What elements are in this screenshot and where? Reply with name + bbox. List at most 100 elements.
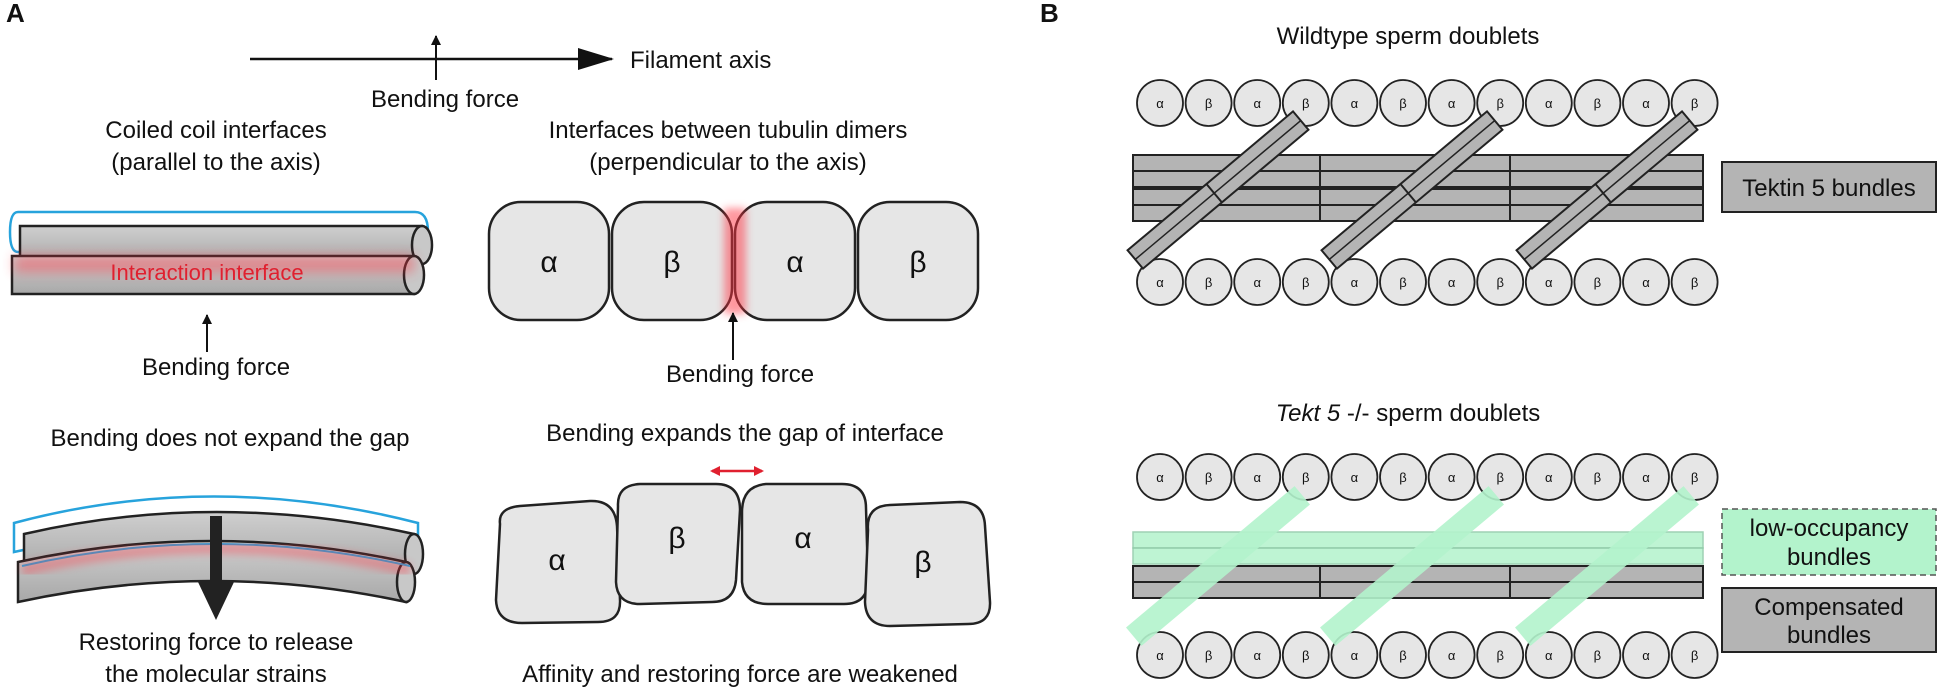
- axis-arrowhead: [578, 48, 614, 70]
- wt-bottom-tubulin-circle: [1233, 258, 1282, 306]
- wt-bottom-tubulin-symbol: β: [1496, 275, 1503, 290]
- wt-bottom-tubulin-circle: [1670, 258, 1719, 306]
- axis-force-label: Bending force: [371, 86, 519, 113]
- compensated-label-2: bundles: [1787, 622, 1871, 649]
- mut-bottom-tubulin-symbol: α: [1545, 648, 1553, 663]
- mut-bottom-tubulin-circle: [1379, 631, 1427, 679]
- coiled-coil-straight: [8, 210, 434, 296]
- wt-top-tubulin-symbol: α: [1351, 96, 1359, 111]
- wt-title: Wildtype sperm doublets: [1277, 23, 1540, 50]
- mut-top-tubulin-symbol: α: [1351, 470, 1359, 485]
- wt-tektin-bundles: [1126, 109, 1704, 271]
- mut-bottom-tubulin-symbol: β: [1399, 648, 1406, 663]
- wt-bottom-tubulin-symbol: α: [1156, 275, 1164, 290]
- wt-bottom-tubulin-circle: [1476, 258, 1525, 306]
- mut-top-tubulin-circle: [1622, 453, 1670, 501]
- mut-bottom-tubulin-symbol: α: [1448, 648, 1456, 663]
- tub-alpha-1: α: [540, 246, 557, 279]
- mut-bottom-tubulin-circle: [1136, 631, 1184, 679]
- mut-top-tubulin-circle: [1427, 453, 1476, 501]
- mut-bottom-tubulin-symbol: α: [1156, 648, 1164, 663]
- wt-bottom-tubulin-symbol: α: [1642, 275, 1650, 290]
- tub-beta-2: β: [909, 246, 926, 279]
- wt-top-tubulin-circle: [1184, 79, 1233, 127]
- mut-bottom-tubulin-symbol: α: [1253, 648, 1261, 663]
- mut-bottom-tubulin-circle: [1330, 631, 1379, 679]
- mut-top-tubulin-symbol: β: [1302, 470, 1309, 485]
- wt-top-tubulin-circle: [1427, 79, 1476, 127]
- mut-bottom-tubulin-circle: [1281, 631, 1330, 679]
- mut-bottom-tubulin-circle: [1427, 631, 1476, 679]
- wt-bottom-tubulin-circle: [1136, 258, 1184, 306]
- tub-bent-alpha-2: α: [794, 522, 811, 555]
- tub-bent-beta-1: β: [668, 522, 685, 555]
- wt-top-tubulin-symbol: β: [1205, 96, 1212, 111]
- tub-bent-beta-2: β: [914, 546, 931, 579]
- mut-bottom-tubulin-circle: [1524, 631, 1573, 679]
- mut-top-tubulin-symbol: α: [1545, 470, 1553, 485]
- mut-top-tubulin-circle: [1233, 453, 1282, 501]
- mutant-title-rest: -/- sperm doublets: [1340, 400, 1540, 427]
- mut-top-tubulin-symbol: α: [1642, 470, 1650, 485]
- mut-top-tubulin-symbol: β: [1399, 470, 1406, 485]
- low-occupancy-label-1: low-occupancy: [1750, 515, 1909, 542]
- panel-a-label: A: [6, 0, 25, 28]
- wt-top-tubulin-symbol: α: [1545, 96, 1553, 111]
- mut-top-tubulin-circle: [1573, 453, 1622, 501]
- mut-top-tubulin-symbol: α: [1448, 470, 1456, 485]
- restore-text-1: Restoring force to release: [79, 629, 354, 656]
- wt-bottom-tubulin-circle: [1427, 258, 1476, 306]
- cc-gap-text: Bending does not expand the gap: [51, 425, 410, 452]
- wt-top-tubulin-symbol: β: [1691, 96, 1698, 111]
- mut-top-tubulin-symbol: β: [1496, 470, 1503, 485]
- wt-top-tubulin-circle: [1379, 79, 1427, 127]
- tub-title-1: Interfaces between tubulin dimers: [549, 117, 908, 144]
- mut-bottom-tubulin-symbol: β: [1496, 648, 1503, 663]
- mut-bottom-tubulin-symbol: β: [1205, 648, 1212, 663]
- cc-title-2: (parallel to the axis): [111, 149, 320, 176]
- weakened-text: Affinity and restoring force are weakene…: [522, 661, 958, 688]
- mutant-bundles: [1126, 486, 1704, 646]
- wt-bottom-tubulin-symbol: α: [1253, 275, 1261, 290]
- mut-top-tubulin-circle: [1184, 453, 1233, 501]
- mut-top-tubulin-symbol: β: [1594, 470, 1601, 485]
- wt-top-tubulin-symbol: β: [1496, 96, 1503, 111]
- mut-bottom-tubulin-circle: [1622, 631, 1670, 679]
- wt-top-tubulin-symbol: α: [1642, 96, 1650, 111]
- mut-bottom-tubulin-circle: [1670, 631, 1719, 679]
- mut-bottom-tubulin-symbol: β: [1302, 648, 1309, 663]
- tub-gap-text: Bending expands the gap of interface: [546, 420, 944, 447]
- wt-bottom-tubulin-circle: [1330, 258, 1379, 306]
- wt-bottom-tubulin-symbol: α: [1351, 275, 1359, 290]
- interaction-interface-label: Interaction interface: [110, 260, 303, 285]
- wt-top-tubulin-symbol: α: [1253, 96, 1261, 111]
- wt-bottom-tubulin-circle: [1622, 258, 1670, 306]
- tub-alpha-2: α: [786, 246, 803, 279]
- mut-bottom-tubulin-symbol: α: [1642, 648, 1650, 663]
- wt-top-tubulin-circle: [1233, 79, 1282, 127]
- mut-top-tubulin-circle: [1379, 453, 1427, 501]
- wt-top-tubulin-circle: [1573, 79, 1622, 127]
- mutant-title-italic: Tekt 5: [1276, 400, 1341, 427]
- low-occupancy-label-2: bundles: [1787, 544, 1871, 571]
- wt-bottom-tubulin-symbol: α: [1448, 275, 1456, 290]
- wt-bottom-tubulin-circle: [1184, 258, 1233, 306]
- mut-top-tubulin-symbol: β: [1205, 470, 1212, 485]
- tektin-bundles-label: Tektin 5 bundles: [1742, 175, 1915, 202]
- wt-bottom-tubulin-symbol: β: [1691, 275, 1698, 290]
- mut-top-tubulin-circle: [1136, 453, 1184, 501]
- tektin-bundles-box: [1721, 161, 1937, 213]
- mut-bottom-tubulin-circle: [1233, 631, 1282, 679]
- panel-b-label: B: [1040, 0, 1059, 28]
- wt-bottom-tubulin-symbol: α: [1545, 275, 1553, 290]
- mut-bottom-tubulin-circle: [1476, 631, 1525, 679]
- mut-bottom-tubulin-circle: [1184, 631, 1233, 679]
- tub-beta-1: β: [663, 246, 680, 279]
- wt-top-tubulin-symbol: α: [1448, 96, 1456, 111]
- filament-axis-label: Filament axis: [630, 47, 771, 74]
- tubulin-row-bent: [494, 482, 992, 628]
